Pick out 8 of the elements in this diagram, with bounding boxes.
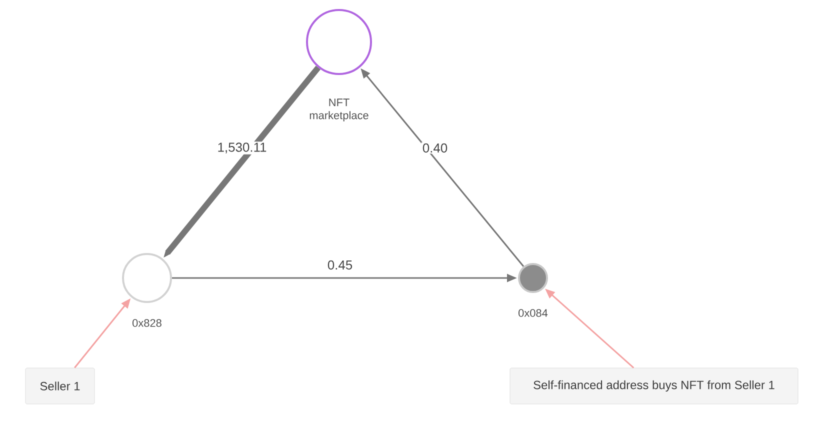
node-caption: 0x084 [518, 309, 548, 317]
node-caption: 0x828 [132, 319, 162, 327]
edge-label: 0.40 [421, 142, 449, 154]
label-box: Self-financed address buys NFT from Seller 1 [510, 368, 798, 404]
edge-label: 1,530.11 [216, 142, 268, 154]
node-caption: NFT marketplace [310, 98, 368, 122]
label-box: Seller 1 [25, 368, 95, 404]
edge-label: 0.45 [326, 259, 354, 271]
